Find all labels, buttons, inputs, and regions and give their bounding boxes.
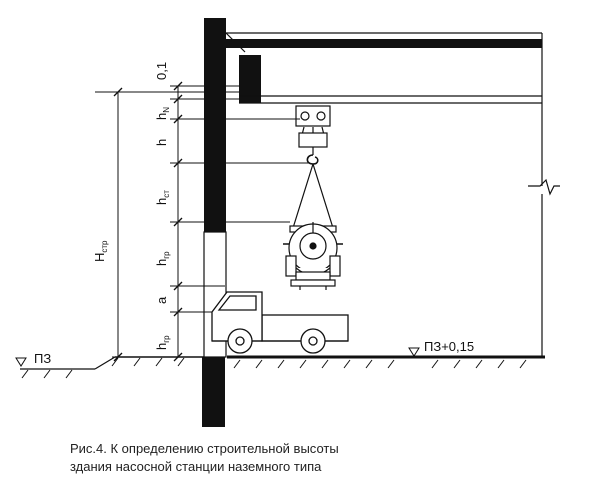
figure-caption: Рис.4. К определению строительной высоты… [70,440,530,476]
level-label-ground: ПЗ [34,351,51,366]
dim-label-h: h [154,139,169,146]
roof-beam [226,39,542,48]
dimension-ticks [113,81,183,362]
lifting-slings [292,163,334,229]
dim-label-h-gr-upper: hгр [154,251,171,266]
brace-line [225,32,246,53]
column [204,18,226,232]
caption-line-1: Рис.4. К определению строительной высоты [70,441,339,456]
crane-beam [239,55,261,103]
hoist-trolley [295,105,331,155]
level-mark-floor-icon [408,347,420,357]
dim-label-h-gr-lower: hгр [154,335,171,350]
truck-icon [211,291,349,354]
pump-station-height-diagram: 0,1 hN h hст hгр a hгр Hстр ПЗ ПЗ+0,15 [15,18,560,427]
dim-label-h-st: hст [154,190,171,205]
caption-line-2: здания насосной станции наземного типа [70,459,322,474]
ground-hatching [21,357,527,379]
level-label-floor: ПЗ+0,15 [424,339,474,354]
dim-label-a: a [154,296,169,304]
dim-label-top-offset: 0,1 [154,62,169,80]
foundation [202,357,225,427]
wall-break-symbol [528,178,560,196]
dim-label-h-n: hN [154,107,171,120]
level-mark-ground-icon [15,357,27,367]
dim-label-H-str: Hстр [92,240,109,262]
ground-lines [20,355,545,370]
pump-icon [283,222,343,290]
